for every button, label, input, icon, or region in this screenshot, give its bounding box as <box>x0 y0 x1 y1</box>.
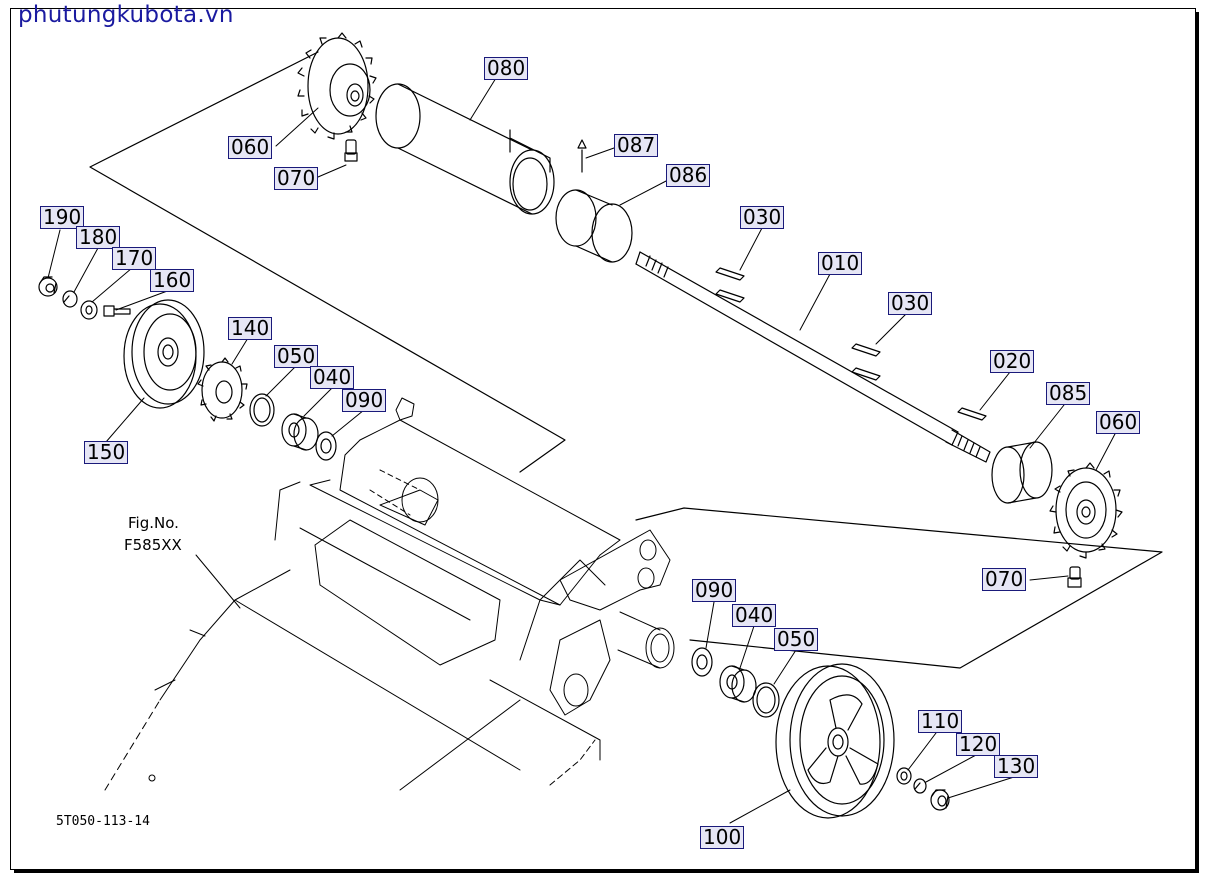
sprocket-top <box>297 32 377 140</box>
drawing-frame <box>10 8 1196 870</box>
nut-130 <box>930 789 950 811</box>
callout-180[interactable]: 180 <box>76 226 121 249</box>
callout-020[interactable]: 020 <box>990 350 1035 373</box>
callout-110[interactable]: 110 <box>918 710 963 733</box>
callout-150[interactable]: 150 <box>84 441 129 464</box>
watermark-text: phutungkubota.vn <box>18 2 234 28</box>
callout-060-top[interactable]: 060 <box>228 136 273 159</box>
callout-040-left[interactable]: 040 <box>310 366 355 389</box>
callout-030-a[interactable]: 030 <box>740 206 785 229</box>
callout-070-top[interactable]: 070 <box>274 167 319 190</box>
callout-085[interactable]: 085 <box>1046 382 1091 405</box>
leader-lines <box>47 77 1117 824</box>
callout-190[interactable]: 190 <box>40 206 85 229</box>
washer-090-left <box>315 431 337 461</box>
bearing-040-right <box>719 665 757 703</box>
figure-ref-line1: Fig.No. <box>128 514 179 532</box>
key-030-b <box>851 343 881 381</box>
cylinder-080 <box>375 83 555 215</box>
bearing-040-left <box>281 413 319 451</box>
key-020 <box>957 407 987 421</box>
frame-shadow-bottom <box>14 870 1199 873</box>
callout-050-right[interactable]: 050 <box>774 628 819 651</box>
callout-030-b[interactable]: 030 <box>888 292 933 315</box>
pulley-150 <box>123 299 205 409</box>
callout-140[interactable]: 140 <box>228 317 273 340</box>
bolt-160 <box>103 305 131 317</box>
washer-110 <box>896 767 912 785</box>
callout-040-right[interactable]: 040 <box>732 604 777 627</box>
spacer-085 <box>991 441 1053 504</box>
washer-090-right <box>691 647 713 677</box>
bolt-070-top <box>344 139 358 162</box>
bolt-070-right <box>1067 566 1082 588</box>
callout-086[interactable]: 086 <box>666 164 711 187</box>
frame-shadow-right <box>1196 12 1199 872</box>
callout-090-left[interactable]: 090 <box>342 389 387 412</box>
key-030-a <box>715 267 745 303</box>
washer-180 <box>62 290 78 308</box>
callout-010[interactable]: 010 <box>818 252 863 275</box>
drawing-code: 5T050-113-14 <box>56 814 150 829</box>
shaft-010 <box>635 251 991 463</box>
snap-ring-050-right <box>752 682 780 718</box>
callout-170[interactable]: 170 <box>112 247 157 270</box>
snap-ring-050-left <box>249 393 275 427</box>
callout-160[interactable]: 160 <box>150 269 195 292</box>
washer-170 <box>80 300 98 320</box>
callout-060-right[interactable]: 060 <box>1096 411 1141 434</box>
collar-086 <box>555 189 633 263</box>
callout-130[interactable]: 130 <box>994 755 1039 778</box>
callout-100[interactable]: 100 <box>700 826 745 849</box>
pin-087 <box>577 139 587 173</box>
callout-070-right[interactable]: 070 <box>982 568 1027 591</box>
sprocket-right <box>1049 462 1123 559</box>
callout-050-left[interactable]: 050 <box>274 345 319 368</box>
pulley-100 <box>775 663 895 819</box>
figure-ref-line2: F585XX <box>124 536 182 554</box>
washer-120 <box>913 778 927 794</box>
callout-120[interactable]: 120 <box>956 733 1001 756</box>
upper-assembly-outline <box>89 51 566 473</box>
machine-frame <box>104 397 675 791</box>
nut-190 <box>38 276 58 297</box>
right-assembly-outline <box>635 507 1163 669</box>
callout-087[interactable]: 087 <box>614 134 659 157</box>
callout-090-right[interactable]: 090 <box>692 579 737 602</box>
sprocket-140 <box>197 357 248 422</box>
callout-080[interactable]: 080 <box>484 57 529 80</box>
